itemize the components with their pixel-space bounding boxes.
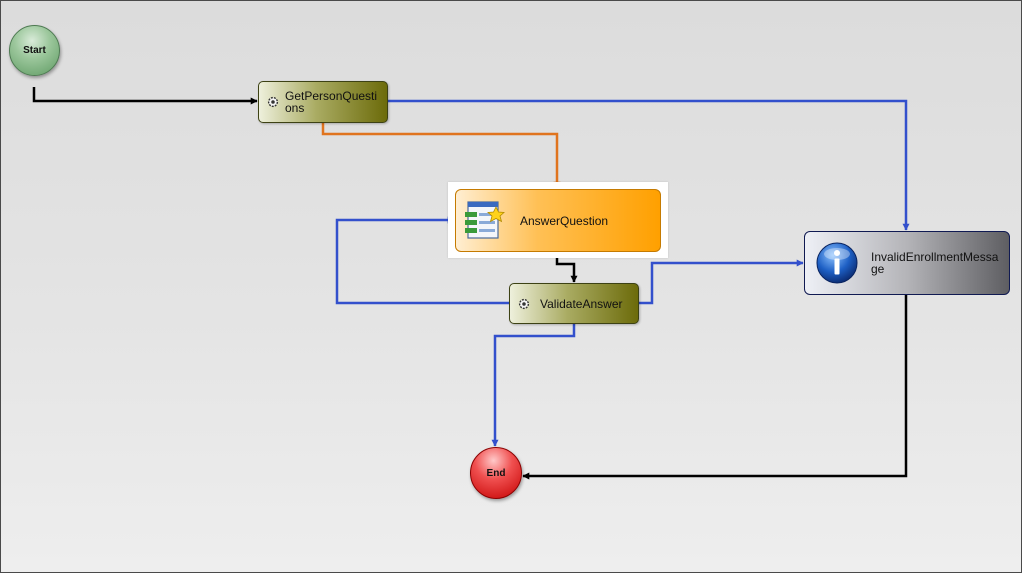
info-icon bbox=[815, 241, 859, 285]
activity-label: InvalidEnrollmentMessage bbox=[871, 250, 999, 276]
connector-validateanswer-to-invalidenrollment[interactable] bbox=[639, 259, 804, 305]
activity-validate-answer[interactable]: ValidateAnswer bbox=[509, 283, 639, 324]
connector-answerquestion-to-validateanswer[interactable] bbox=[555, 253, 578, 283]
connector-invalidenrollment-to-end[interactable] bbox=[522, 295, 908, 480]
form-icon bbox=[462, 198, 508, 244]
connector-start-to-getpersonquestions[interactable] bbox=[32, 87, 258, 105]
activity-invalid-enrollment-message[interactable]: InvalidEnrollmentMessage bbox=[804, 231, 1010, 295]
connector-getpersonquestions-to-answerquestion[interactable] bbox=[321, 123, 561, 189]
start-label: Start bbox=[23, 45, 46, 56]
activity-label: GetPersonQuestions bbox=[285, 89, 378, 115]
gear-icon bbox=[514, 297, 534, 311]
connector-validateanswer-to-answerquestion[interactable] bbox=[335, 216, 509, 305]
activity-get-person-questions[interactable]: GetPersonQuestions bbox=[258, 81, 388, 123]
connector-validateanswer-to-end[interactable] bbox=[491, 324, 576, 447]
end-node[interactable]: End bbox=[470, 447, 522, 499]
activity-label: ValidateAnswer bbox=[540, 296, 623, 311]
gear-icon bbox=[263, 95, 283, 109]
end-label: End bbox=[486, 467, 506, 479]
activity-label: AnswerQuestion bbox=[520, 213, 609, 228]
start-node[interactable]: Start bbox=[9, 25, 60, 76]
activity-answer-question[interactable]: AnswerQuestion bbox=[455, 189, 661, 252]
connector-getpersonquestions-to-invalidenrollment[interactable] bbox=[388, 99, 910, 231]
